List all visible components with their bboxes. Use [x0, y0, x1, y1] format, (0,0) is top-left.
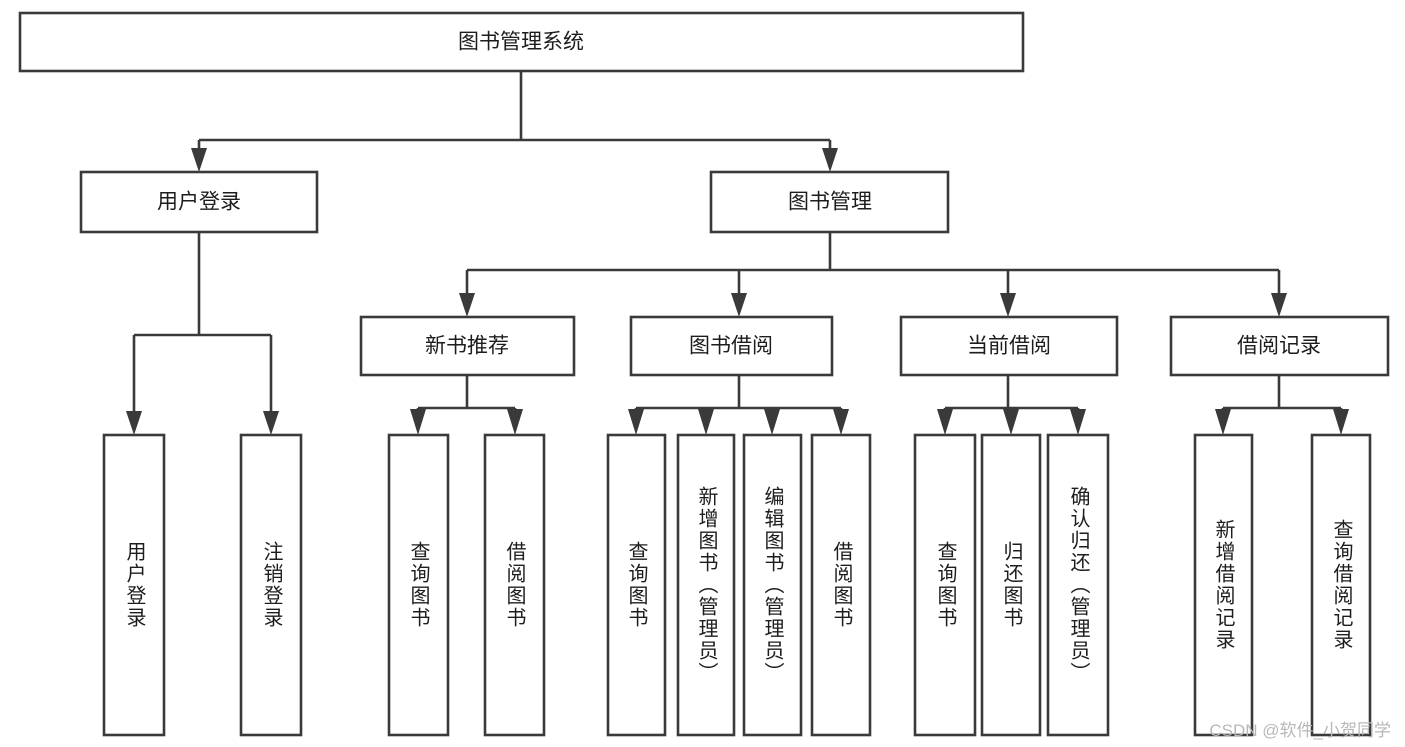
- arrow-head-leaf-query-borrow-record: [1333, 409, 1349, 435]
- node-borrow-record[interactable]: 借阅记录: [1169, 315, 1390, 377]
- node-leaf-logout-login-label: 注销登录: [260, 541, 283, 629]
- node-book-manage-label: 图书管理: [788, 191, 872, 214]
- arrow-head-book-manage: [822, 148, 838, 172]
- node-user-login-box[interactable]: [79, 170, 319, 234]
- arrow-head-leaf-query-book-recommend: [410, 409, 426, 435]
- node-leaf-add-book-admin-label: 新增图书（管理员）: [695, 486, 718, 684]
- arrow-head-borrow-record: [1271, 293, 1287, 317]
- arrow-head-leaf-add-book-admin: [698, 409, 714, 435]
- arrow-head-leaf-confirm-return-admin: [1070, 409, 1086, 435]
- node-root[interactable]: 图书管理系统: [18, 11, 1025, 73]
- node-new-book-recommend-label: 新书推荐: [425, 335, 509, 358]
- node-leaf-edit-book-admin[interactable]: 编辑图书（管理员）: [742, 433, 803, 737]
- arrow-head-user-login: [191, 148, 207, 172]
- node-leaf-query-borrow-record-box[interactable]: [1310, 433, 1372, 737]
- node-leaf-edit-book-admin-box[interactable]: [742, 433, 803, 737]
- node-leaf-return-book[interactable]: 归还图书: [980, 433, 1042, 737]
- watermark-text: CSDN @软件_小贺同学: [1209, 721, 1391, 740]
- node-leaf-user-login[interactable]: 用户登录: [102, 433, 166, 737]
- node-book-manage[interactable]: 图书管理: [709, 170, 950, 234]
- node-leaf-query-book-current-label: 查询图书: [934, 541, 957, 629]
- arrow-head-current-borrow: [1000, 293, 1016, 317]
- arrow-head-book-borrow: [731, 293, 747, 317]
- node-borrow-record-label: 借阅记录: [1237, 335, 1321, 358]
- node-root-label: 图书管理系统: [458, 31, 584, 54]
- node-leaf-add-book-admin-box[interactable]: [676, 433, 736, 737]
- node-leaf-query-book-recommend-label: 查询图书: [407, 541, 430, 629]
- node-new-book-recommend-box[interactable]: [359, 315, 576, 377]
- node-leaf-user-login-label: 用户登录: [123, 541, 146, 629]
- node-leaf-add-book-admin[interactable]: 新增图书（管理员）: [676, 433, 736, 737]
- node-current-borrow-label: 当前借阅: [967, 335, 1051, 358]
- node-leaf-query-book-current[interactable]: 查询图书: [913, 433, 977, 737]
- node-leaf-query-book-borrow-box[interactable]: [606, 433, 667, 737]
- node-leaf-return-book-box[interactable]: [980, 433, 1042, 737]
- node-leaf-confirm-return-admin-box[interactable]: [1046, 433, 1110, 737]
- node-root-box[interactable]: [18, 11, 1025, 73]
- node-book-borrow-label: 图书借阅: [689, 335, 773, 358]
- node-new-book-recommend[interactable]: 新书推荐: [359, 315, 576, 377]
- node-leaf-add-borrow-record-label: 新增借阅记录: [1212, 519, 1235, 651]
- node-leaf-query-book-borrow-label: 查询图书: [625, 541, 648, 629]
- connector-layer: [126, 71, 1349, 435]
- node-borrow-record-box[interactable]: [1169, 315, 1390, 377]
- arrow-head-leaf-add-borrow-record: [1215, 409, 1231, 435]
- arrow-head-leaf-borrow-book: [833, 409, 849, 435]
- node-leaf-borrow-book-recommend[interactable]: 借阅图书: [483, 433, 546, 737]
- node-current-borrow[interactable]: 当前借阅: [899, 315, 1119, 377]
- node-leaf-borrow-book-label: 借阅图书: [830, 541, 853, 629]
- node-leaf-query-borrow-record-label: 查询借阅记录: [1330, 519, 1353, 651]
- node-leaf-query-book-current-box[interactable]: [913, 433, 977, 737]
- node-leaf-borrow-book[interactable]: 借阅图书: [810, 433, 872, 737]
- node-leaf-query-book-recommend[interactable]: 查询图书: [387, 433, 450, 737]
- node-current-borrow-box[interactable]: [899, 315, 1119, 377]
- node-user-login-label: 用户登录: [157, 191, 241, 214]
- arrow-head-leaf-borrow-book-recommend: [507, 409, 523, 435]
- node-leaf-confirm-return-admin-label: 确认归还（管理员）: [1067, 486, 1090, 684]
- arrow-head-leaf-logout-login: [263, 411, 279, 435]
- node-book-borrow-box[interactable]: [629, 315, 834, 377]
- node-book-manage-box[interactable]: [709, 170, 950, 234]
- node-leaf-logout-login-box[interactable]: [239, 433, 303, 737]
- node-book-borrow[interactable]: 图书借阅: [629, 315, 834, 377]
- arrow-head-leaf-query-book-borrow: [628, 409, 644, 435]
- node-user-login[interactable]: 用户登录: [79, 170, 319, 234]
- node-leaf-return-book-label: 归还图书: [1000, 541, 1023, 629]
- node-leaf-add-borrow-record-box[interactable]: [1193, 433, 1254, 737]
- node-leaf-edit-book-admin-label: 编辑图书（管理员）: [761, 486, 784, 684]
- node-leaf-user-login-box[interactable]: [102, 433, 166, 737]
- node-leaf-borrow-book-box[interactable]: [810, 433, 872, 737]
- node-leaf-query-book-borrow[interactable]: 查询图书: [606, 433, 667, 737]
- node-leaf-query-borrow-record[interactable]: 查询借阅记录: [1310, 433, 1372, 737]
- node-leaf-add-borrow-record[interactable]: 新增借阅记录: [1193, 433, 1254, 737]
- arrow-head-leaf-user-login: [126, 411, 142, 435]
- arrow-head-leaf-query-book-current: [937, 409, 953, 435]
- arrow-head-leaf-return-book: [1003, 409, 1019, 435]
- node-leaf-borrow-book-recommend-label: 借阅图书: [503, 541, 526, 629]
- node-leaf-query-book-recommend-box[interactable]: [387, 433, 450, 737]
- node-leaf-logout-login[interactable]: 注销登录: [239, 433, 303, 737]
- arrow-head-leaf-edit-book-admin: [764, 409, 780, 435]
- node-leaf-borrow-book-recommend-box[interactable]: [483, 433, 546, 737]
- arrow-head-new-book-recommend: [459, 293, 475, 317]
- node-leaf-confirm-return-admin[interactable]: 确认归还（管理员）: [1046, 433, 1110, 737]
